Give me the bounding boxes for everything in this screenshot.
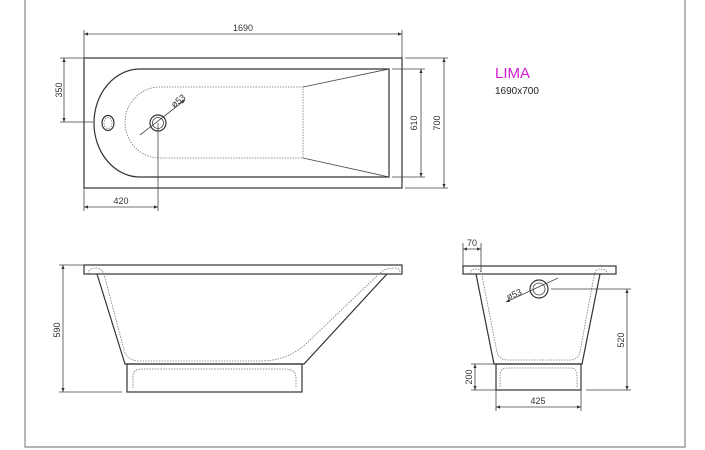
side-rim <box>83 264 403 275</box>
end-rim <box>462 265 617 275</box>
side-view: 590 <box>52 264 403 393</box>
model-name: LIMA <box>495 65 531 82</box>
side-body <box>96 273 388 365</box>
length-dimension: 1690 <box>233 23 253 33</box>
base-height-dimension: 200 <box>464 369 474 384</box>
inner-width-dimension: 610 <box>409 115 419 130</box>
rim-dimension: 70 <box>467 238 477 248</box>
tub-bowl-floor <box>124 86 304 159</box>
backrest-lines <box>302 68 390 178</box>
tub-bowl-rim <box>93 68 390 178</box>
end-base <box>495 363 582 391</box>
height-dimension: 590 <box>52 322 62 337</box>
drain-offset-dimension: 420 <box>113 196 128 206</box>
top-view: ø53 1690 350 420 610 700 <box>54 23 448 211</box>
end-drain-diameter-label: ø53 <box>505 287 523 302</box>
width-dimension: 700 <box>432 115 442 130</box>
drain-height-dimension: 520 <box>616 332 626 347</box>
base-width-dimension: 425 <box>530 396 545 406</box>
sheet-frame <box>24 0 686 448</box>
overflow-offset-dimension: 350 <box>54 82 64 97</box>
end-view: ø53 70 520 200 425 <box>462 238 631 411</box>
end-drain-hole <box>529 279 549 299</box>
side-base <box>126 363 303 393</box>
tub-outline-top <box>83 57 403 189</box>
drain-diameter-label: ø53 <box>169 92 187 109</box>
model-size: 1690x700 <box>495 86 539 97</box>
overflow-hole <box>101 114 115 132</box>
